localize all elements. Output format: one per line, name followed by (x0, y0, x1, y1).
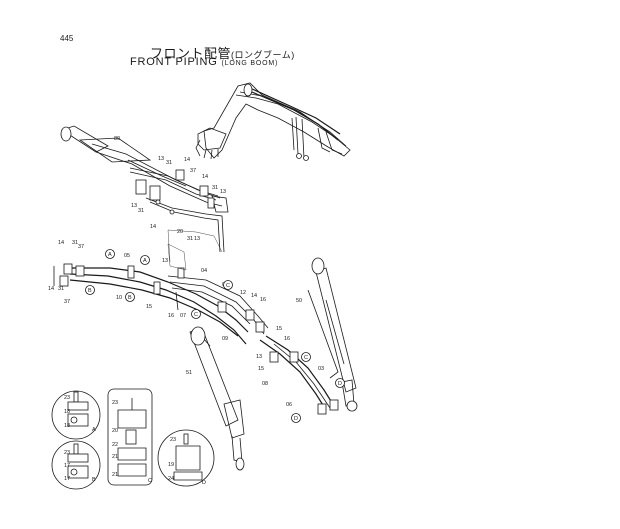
callout-14: 14 (202, 174, 208, 180)
title-japanese: フロント配管(ロングブーム) (150, 43, 295, 62)
lower-pipe-run (259, 335, 339, 415)
callout-05: 05 (124, 253, 130, 259)
callout-08: 08 (262, 381, 268, 387)
callout-31: 31 (187, 236, 193, 242)
marker-c-circle-3 (301, 352, 311, 362)
callout-03: 03 (318, 366, 324, 372)
title-en-main: FRONT PIPING (130, 56, 218, 68)
marker-d-2: D (294, 416, 298, 422)
title-en-sub: (LONG BOOM) (221, 60, 279, 67)
detail-b: 23 17 17 B (51, 440, 101, 490)
marker-a: A (108, 252, 112, 258)
arm-cylinder (60, 125, 229, 213)
callout-37: 37 (78, 244, 84, 250)
boom-hose-run (53, 243, 269, 345)
detail-c-21: 21 (112, 454, 118, 460)
page-number: 445 (60, 34, 74, 43)
marker-d: D (338, 381, 342, 387)
marker-c-circle-2 (191, 309, 201, 319)
detail-a: 23 18 18 A (51, 390, 101, 440)
detail-d-label: D (202, 480, 206, 486)
detail-b-label: B (92, 477, 96, 483)
detail-b-17: 17 (64, 463, 70, 469)
callout-14: 14 (48, 286, 54, 292)
callout-37: 37 (190, 168, 196, 174)
title-jp-sub: (ロングブーム) (231, 50, 295, 60)
marker-c-2: C (194, 312, 198, 318)
callout-31: 31 (138, 208, 144, 214)
callout-15: 15 (146, 304, 152, 310)
callout-14: 14 (58, 240, 64, 246)
marker-a-circle (105, 249, 115, 259)
callout-14: 14 (150, 224, 156, 230)
detail-b-23: 23 (64, 450, 70, 456)
detail-c-21b: 21 (112, 472, 118, 478)
detail-d-24: 24 (168, 476, 174, 482)
callout-13: 13 (194, 236, 200, 242)
callout-20: 20 (177, 229, 183, 235)
callout-13: 13 (158, 156, 164, 162)
callout-31: 31 (212, 185, 218, 191)
title-english: FRONT PIPING (LONG BOOM) (130, 56, 278, 68)
callout-13: 13 (220, 189, 226, 195)
detail-a-label: A (92, 427, 96, 433)
marker-a-2: A (143, 258, 147, 264)
callout-51: 51 (186, 370, 192, 376)
marker-c: C (226, 283, 230, 289)
title-jp-main: フロント配管 (150, 46, 232, 61)
callout-13: 13 (162, 258, 168, 264)
marker-b-2: B (128, 295, 132, 301)
callout-31: 31 (58, 286, 64, 292)
callout-07: 07 (180, 313, 186, 319)
detail-d-19: 19 (168, 462, 174, 468)
callout-31: 31 (72, 240, 78, 246)
callout-50: 50 (296, 298, 302, 304)
callout-14: 14 (184, 157, 190, 163)
callout-14: 14 (251, 293, 257, 299)
callout-12: 12 (240, 290, 246, 296)
callout-80: 80 (114, 136, 120, 142)
marker-c-circle (223, 280, 233, 290)
detail-c: 23 20 22 21 21 C (107, 388, 153, 486)
callout-15: 15 (276, 326, 282, 332)
callout-31: 31 (166, 160, 172, 166)
marker-a-circle-2 (140, 255, 150, 265)
detail-c-20: 20 (112, 428, 118, 434)
callout-37: 37 (64, 299, 70, 305)
callout-10: 10 (116, 295, 122, 301)
callout-16: 16 (168, 313, 174, 319)
callout-13: 13 (131, 203, 137, 209)
callout-numbers: 80 13 31 14 37 14 31 13 13 31 14 20 31 1… (48, 136, 324, 408)
detail-d-23: 23 (170, 437, 176, 443)
detail-c-label: C (148, 478, 152, 484)
detail-d: 23 19 24 D (157, 429, 215, 487)
marker-b-circle (85, 285, 95, 295)
detail-a-18: 18 (64, 409, 70, 415)
circled-markers: A A B B C C C D D (85, 249, 345, 423)
detail-c-22: 22 (112, 442, 118, 448)
detail-b-17b: 17 (64, 476, 70, 482)
marker-d-circle (335, 378, 345, 388)
callout-15: 15 (258, 366, 264, 372)
callout-09: 09 (222, 336, 228, 342)
overview-front-attachment (195, 82, 351, 161)
callout-16: 16 (284, 336, 290, 342)
marker-c-3: C (304, 355, 308, 361)
detail-a-18b: 18 (64, 423, 70, 429)
arm-pipe-run (129, 167, 225, 263)
boom-cylinder-50 (307, 257, 358, 412)
detail-c-23: 23 (112, 400, 118, 406)
marker-b-circle-2 (125, 292, 135, 302)
callout-13: 13 (256, 354, 262, 360)
callout-06: 06 (286, 402, 292, 408)
boom-cylinder-51 (189, 326, 245, 471)
callout-16: 16 (260, 297, 266, 303)
detail-a-23: 23 (64, 395, 70, 401)
marker-b: B (88, 288, 92, 294)
marker-d-circle-2 (291, 413, 301, 423)
callout-04: 04 (201, 268, 207, 274)
